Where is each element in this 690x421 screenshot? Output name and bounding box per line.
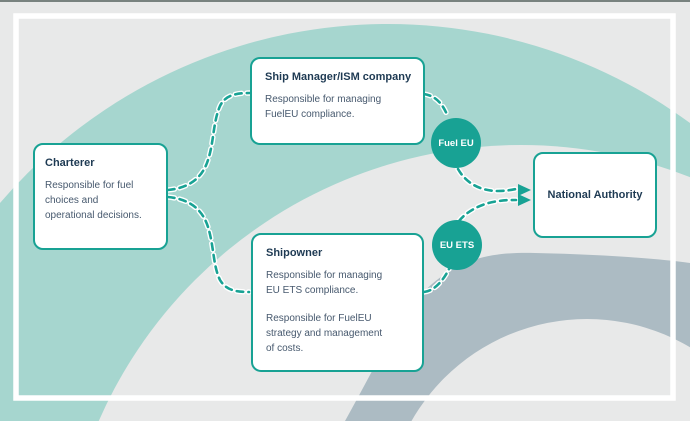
shipowner-node: Shipowner Responsible for managing EU ET… — [251, 233, 424, 372]
connector-fueleu-authority — [456, 167, 518, 193]
connector-euets-authority — [457, 198, 518, 223]
national-authority-title: National Authority — [547, 189, 643, 201]
eu-ets-badge: EU ETS — [432, 220, 482, 270]
arrowhead-upper-icon — [518, 184, 531, 196]
shipowner-body-euets: Responsible for managing EU ETS complian… — [266, 270, 383, 296]
national-authority-node: National Authority — [533, 152, 657, 238]
image-top-border — [0, 0, 690, 2]
charterer-body: Responsible for fuel choices and operati… — [45, 180, 142, 221]
arrowhead-lower-icon — [518, 194, 531, 206]
shipowner-body-fueleu: Responsible for FuelEU strategy and mana… — [266, 313, 383, 354]
ship-manager-node: Ship Manager/ISM company Responsible for… — [250, 57, 425, 145]
charterer-node: Charterer Responsible for fuel choices a… — [33, 143, 168, 250]
connector-shipowner-euets — [422, 267, 451, 294]
connector-shipmanager-fueleu — [422, 92, 450, 119]
charterer-title: Charterer — [45, 157, 95, 169]
ship-manager-title: Ship Manager/ISM company — [265, 71, 412, 83]
connectors — [165, 90, 519, 295]
connector-charterer-shipowner — [166, 195, 251, 294]
connector-charterer-shipmanager — [166, 91, 252, 192]
shipowner-title: Shipowner — [266, 247, 323, 259]
ship-manager-body: Responsible for managing FuelEU complian… — [265, 94, 382, 120]
fuel-eu-badge: Fuel EU — [431, 118, 481, 168]
white-frame — [13, 13, 676, 401]
